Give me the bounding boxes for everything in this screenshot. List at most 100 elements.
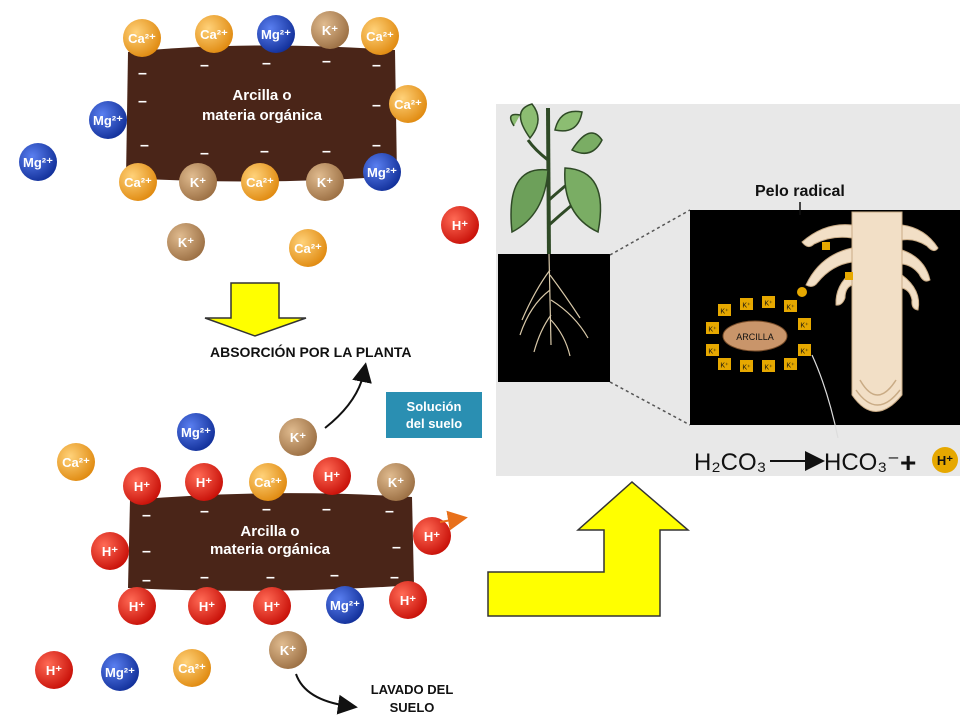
ion-label: H⁺ [400,593,416,608]
k-ion-square [762,296,775,308]
ion-k: K⁺ [167,223,205,261]
ion-circle [249,463,287,501]
leaf [519,103,539,140]
top-clay-label-line1: Arcilla o [232,87,291,104]
k-ion-label: K⁺ [720,309,729,316]
k-ion-label: K⁺ [800,323,809,330]
ion-label: Mg²⁺ [105,665,135,680]
ion-circle [91,532,129,570]
ion-circle [123,19,161,57]
k-ion-square [784,300,797,312]
ion-k: K⁺ [279,418,317,456]
ion-circle [195,15,233,53]
k-ion-label: K⁺ [708,349,717,356]
equation-h-ion [932,447,958,473]
ion-circle [241,163,279,201]
ion-label: K⁺ [322,23,338,38]
ion-label: Mg²⁺ [367,165,397,180]
ion-circle [119,163,157,201]
ion-label: H⁺ [196,475,212,490]
ion-ca: Ca²⁺ [249,463,287,501]
svg-text:–: – [330,567,339,584]
ion-circle [257,15,295,53]
ion-label: Ca²⁺ [366,29,394,44]
k-ion-square [740,360,753,372]
ion-label: Ca²⁺ [62,455,90,470]
ion-circle [173,649,211,687]
ion-circle [89,101,127,139]
clay-particle-label: ARCILLA [736,332,774,342]
soil-box [498,254,610,382]
clay-particle-ellipse [722,320,788,352]
solution-box-bg [386,392,482,438]
top-clay-label-line2: materia orgánica [202,107,323,124]
svg-text:–: – [260,143,269,160]
ion-circle [188,587,226,625]
ion-mg: Mg²⁺ [19,143,57,181]
leaching-label-line2: SUELO [390,700,435,715]
ion-circle [167,223,205,261]
ion-ca: Ca²⁺ [195,15,233,53]
svg-text:–: – [200,569,209,586]
svg-text:–: – [390,569,399,586]
ion-k: K⁺ [306,163,344,201]
ion-h: H⁺ [185,463,223,501]
ion-label: K⁺ [190,175,206,190]
k-ion-label: K⁺ [708,327,717,334]
k-ion-label: K⁺ [786,305,795,312]
root-hair-label: Pelo radical [755,183,845,200]
ion-label: Mg²⁺ [330,598,360,613]
ion-ca: Ca²⁺ [389,85,427,123]
k-ion-label: K⁺ [742,303,751,310]
ion-h: H⁺ [253,587,291,625]
ion-label: K⁺ [280,643,296,658]
ion-label: Mg²⁺ [93,113,123,128]
leaf [510,168,549,234]
ion-label: H⁺ [46,663,62,678]
k-ion-square [706,344,719,356]
ion-circle [57,443,95,481]
solution-box: Solución del suelo [386,392,482,438]
carbonic-acid-equation: H₂CO₃ HCO₃⁻ + H⁺ [694,447,958,478]
ion-circle [361,17,399,55]
ion-label: Mg²⁺ [181,425,211,440]
ion-mg: Mg²⁺ [89,101,127,139]
k-ion-square [798,318,811,330]
ion-label: Ca²⁺ [394,97,422,112]
ion-label: Ca²⁺ [254,475,282,490]
ion-label: K⁺ [317,175,333,190]
svg-text:–: – [266,569,275,586]
ion-circle [377,463,415,501]
ion-label: H⁺ [324,469,340,484]
plant-illustration [509,103,603,261]
ion-circle [289,229,327,267]
svg-text:–: – [200,145,209,162]
ion-circle [326,586,364,624]
k-ion-label: K⁺ [764,301,773,308]
ion-label: Mg²⁺ [261,27,291,42]
top-clay-particle [126,45,397,182]
absorption-arrow [324,362,372,429]
orange-small-arrow [439,510,468,531]
ion-circle [269,631,307,669]
ion-circle [118,587,156,625]
equation-reactant: H₂CO₃ [694,449,766,476]
ion-circle [306,163,344,201]
svg-text:–: – [322,143,331,160]
ion-h: H⁺ [389,581,427,619]
top-negative-charges: –– –– –– –– –– –– [138,53,381,162]
ion-h: H⁺ [91,532,129,570]
ion-k: K⁺ [377,463,415,501]
k-ion-label: K⁺ [764,365,773,372]
k-ion-square [706,322,719,334]
k-ion-label: K⁺ [800,349,809,356]
ion-circle [35,651,73,689]
ion-label: H⁺ [134,479,150,494]
svg-text:–: – [372,97,381,114]
svg-text:–: – [385,503,394,520]
ion-circle [279,418,317,456]
clay-particle-small: ARCILLA K⁺K⁺K⁺K⁺K⁺K⁺K⁺K⁺K⁺K⁺K⁺K⁺ [706,296,811,372]
equation-h-ion-label: H⁺ [937,453,953,468]
ion-mg: Mg²⁺ [326,586,364,624]
